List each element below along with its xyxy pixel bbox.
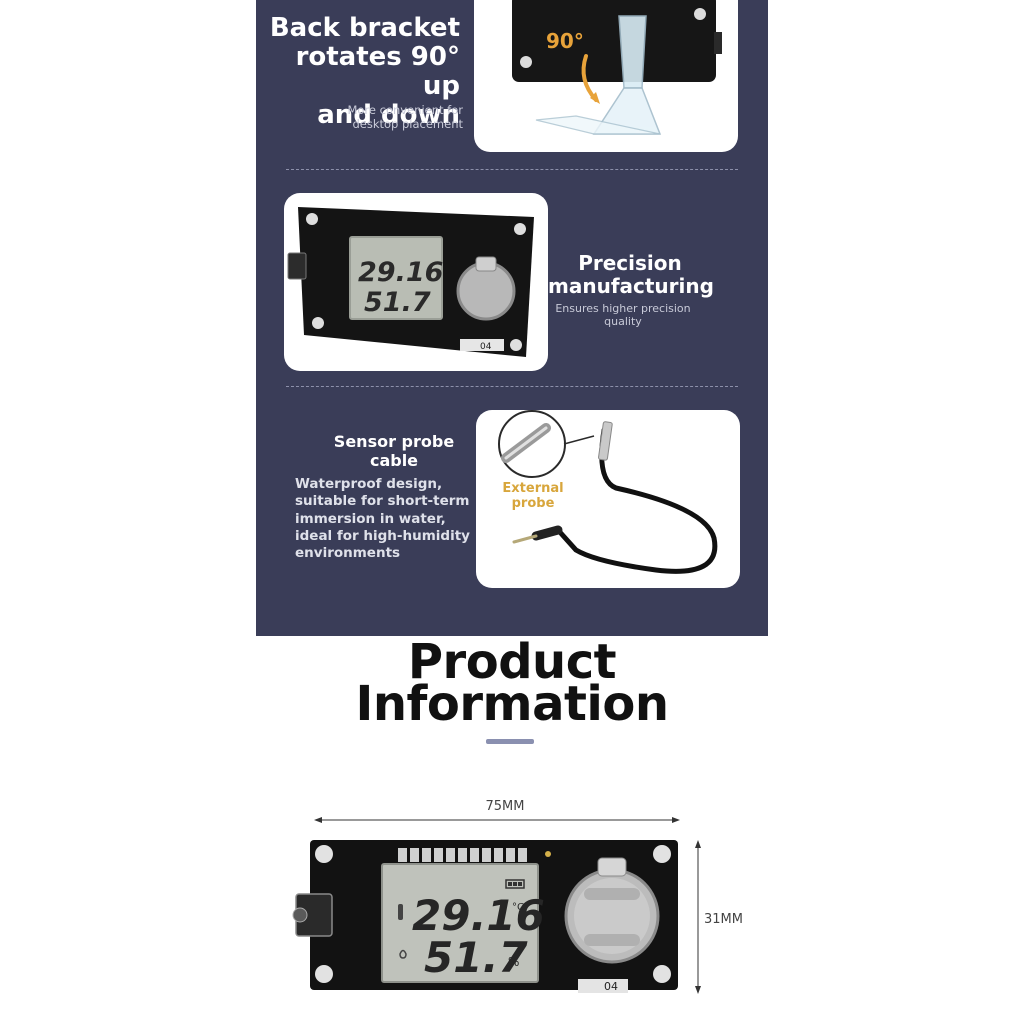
- bracket-photo-card: 90°: [474, 0, 738, 152]
- precision-board-photo: 29.16 51.7 04: [287, 207, 534, 357]
- precision-subtitle: Ensures higher precision quality: [555, 302, 691, 328]
- board-tag: 04: [604, 980, 618, 993]
- probe-description: Waterproof design, suitable for short-te…: [295, 476, 470, 562]
- divider-1: [286, 169, 738, 170]
- precision-photo-card: 29.16 51.7 04: [284, 193, 548, 371]
- precision-hum-readout: 51.7: [364, 287, 431, 318]
- probe-cable-photo: External probe: [498, 410, 718, 574]
- angle-label: 90°: [546, 29, 584, 53]
- lcd-temperature: 29.16: [412, 891, 545, 940]
- precision-temp-readout: 29.16: [358, 257, 443, 288]
- bracket-title: Back bracket rotates 90° up and down: [269, 13, 460, 130]
- probe-title: Sensor probe cable: [333, 432, 455, 470]
- width-dimension-label: 75MM: [486, 799, 525, 814]
- lcd-humidity: 51.7: [424, 933, 528, 982]
- probe-callout-line2: probe: [512, 496, 555, 511]
- precision-title: Precision manufacturing: [548, 251, 714, 298]
- product-title-line2: Information: [355, 676, 669, 732]
- height-dimension-label: 31MM: [704, 912, 743, 927]
- probe-photo-card: External probe: [476, 410, 740, 588]
- dimension-diagram: 75MM 31MM 29.16 °C 51.7 % 04: [292, 799, 743, 994]
- title-underline: [486, 739, 534, 744]
- feature-panel: Back bracket rotates 90° up and down Mor…: [256, 0, 768, 636]
- lcd-temp-unit: °C: [512, 902, 524, 913]
- divider-2: [286, 386, 738, 387]
- product-title-line1: Product: [407, 634, 617, 690]
- bracket-subtitle: More convenient for desktop placement: [347, 103, 463, 131]
- probe-callout-line1: External: [502, 481, 563, 496]
- bracket-photo: 90°: [512, 0, 722, 135]
- precision-board-tag: 04: [480, 342, 492, 352]
- lcd-hum-unit: %: [508, 955, 519, 969]
